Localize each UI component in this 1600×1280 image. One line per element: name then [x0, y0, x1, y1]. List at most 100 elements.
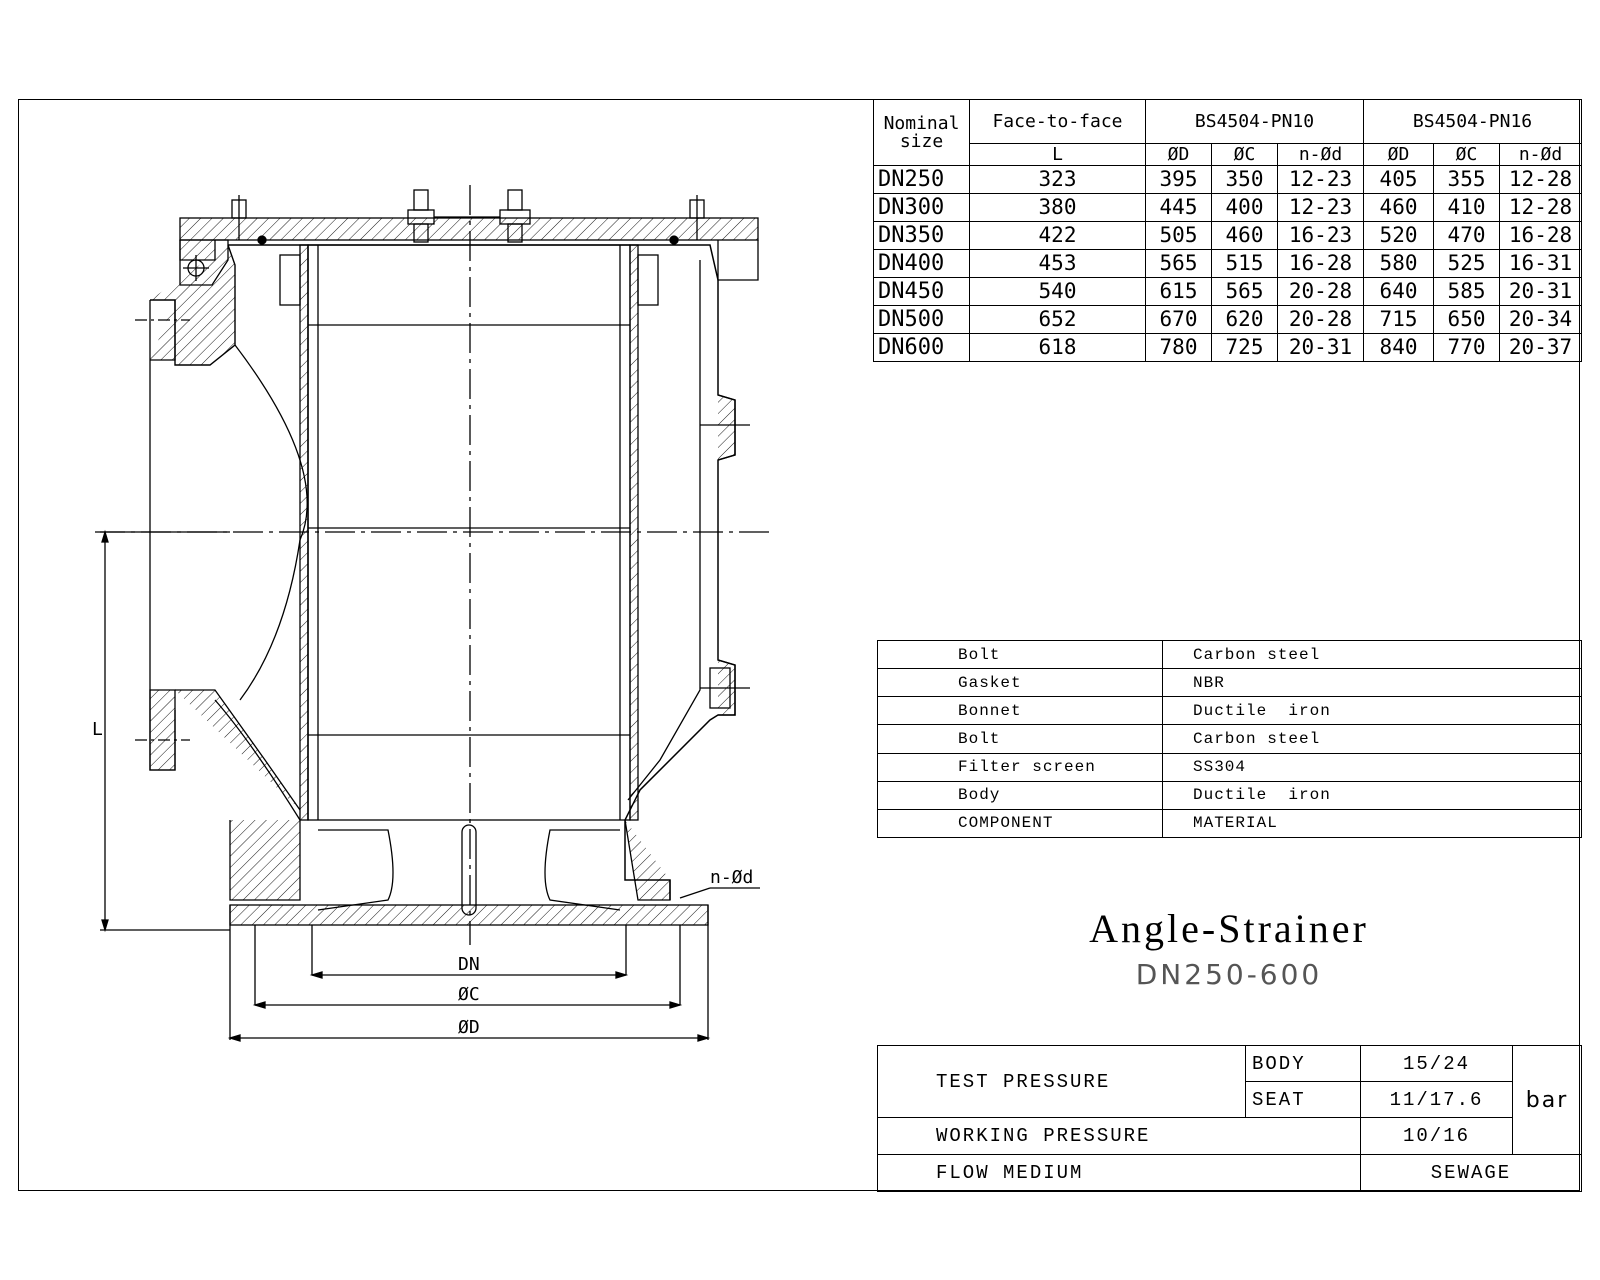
- cell-d16: 580: [1363, 249, 1435, 278]
- cell-d10: 670: [1145, 305, 1212, 334]
- cell-L: 453: [969, 249, 1146, 278]
- cell-size: DN250: [873, 165, 970, 194]
- cell-n16: 12-28: [1499, 193, 1583, 222]
- cell-n10: 12-23: [1276, 193, 1365, 222]
- header-pn10-nd: n-Ød: [1276, 143, 1365, 166]
- component-material: Carbon steel: [1162, 639, 1582, 670]
- cell-L: 380: [969, 193, 1146, 222]
- cell-d10: 565: [1145, 249, 1212, 278]
- cell-d10: 395: [1145, 165, 1212, 194]
- drawing-subtitle: DN250-600: [1135, 958, 1323, 991]
- header-pn10: BS4504-PN10: [1144, 99, 1365, 144]
- cell-n16: 12-28: [1499, 165, 1583, 194]
- component-name: Filter screen: [877, 752, 1163, 782]
- cell-d16: 520: [1363, 221, 1435, 250]
- gasket-left: [257, 235, 267, 245]
- cell-size: DN400: [873, 249, 970, 278]
- header-pn10-d: ØD: [1145, 143, 1212, 166]
- cover-bolts: [407, 189, 531, 243]
- cell-c10: 620: [1211, 305, 1278, 334]
- cell-c16: 770: [1433, 333, 1501, 362]
- dim-dn-label: DN: [458, 954, 480, 975]
- cell-d16: 405: [1363, 165, 1435, 194]
- cell-c10: 565: [1211, 277, 1278, 306]
- component-name: Bolt: [877, 639, 1163, 670]
- component-name: Gasket: [877, 668, 1163, 698]
- cell-d10: 445: [1145, 193, 1212, 222]
- cell-c16: 585: [1433, 277, 1501, 306]
- flow-medium-label: FLOW MEDIUM: [877, 1154, 1361, 1192]
- cell-L: 652: [969, 305, 1146, 334]
- pressure-table: TEST PRESSURE BODY 15/24 bar SEAT 11/17.…: [877, 1045, 1582, 1192]
- cell-n10: 20-31: [1276, 333, 1365, 362]
- component-material: SS304: [1162, 752, 1582, 782]
- component-material: Ductile iron: [1162, 696, 1582, 726]
- cell-c16: 355: [1433, 165, 1501, 194]
- body-value: 15/24: [1360, 1045, 1513, 1082]
- cell-c10: 515: [1211, 249, 1278, 278]
- cell-n10: 16-28: [1276, 249, 1365, 278]
- cell-d16: 640: [1363, 277, 1435, 306]
- cell-d10: 505: [1145, 221, 1212, 250]
- pressure-unit: bar: [1512, 1045, 1582, 1155]
- cell-d10: 780: [1145, 333, 1212, 362]
- cell-n16: 20-31: [1499, 277, 1583, 306]
- cell-n10: 12-23: [1276, 165, 1365, 194]
- cell-L: 540: [969, 277, 1146, 306]
- bolt-right: [689, 195, 705, 240]
- component-name: Body: [877, 780, 1163, 810]
- cell-n10: 20-28: [1276, 277, 1365, 306]
- bolt-left: [231, 195, 247, 240]
- gasket-right: [669, 235, 679, 245]
- header-pn16-nd: n-Ød: [1499, 143, 1583, 166]
- cell-L: 422: [969, 221, 1146, 250]
- cell-c10: 725: [1211, 333, 1278, 362]
- cell-n16: 20-37: [1499, 333, 1583, 362]
- component-name: Bonnet: [877, 696, 1163, 726]
- header-pn10-c: ØC: [1211, 143, 1278, 166]
- cell-n16: 16-31: [1499, 249, 1583, 278]
- dim-c-label: ØC: [458, 984, 480, 1005]
- component-name: Bolt: [877, 724, 1163, 754]
- test-pressure-label: TEST PRESSURE: [877, 1045, 1246, 1118]
- working-pressure-label: WORKING PRESSURE: [877, 1117, 1361, 1155]
- header-material: MATERIAL: [1162, 808, 1582, 839]
- cell-c16: 650: [1433, 305, 1501, 334]
- cell-d16: 460: [1363, 193, 1435, 222]
- cell-c16: 525: [1433, 249, 1501, 278]
- header-pn16-c: ØC: [1433, 143, 1501, 166]
- cell-d16: 715: [1363, 305, 1435, 334]
- seat-label: SEAT: [1245, 1081, 1361, 1118]
- cell-n16: 16-28: [1499, 221, 1583, 250]
- body-label: BODY: [1245, 1045, 1361, 1082]
- cell-n10: 20-28: [1276, 305, 1365, 334]
- cell-c10: 400: [1211, 193, 1278, 222]
- dim-l-label: L: [92, 719, 103, 740]
- dim-nd-label: n-Ød: [710, 867, 753, 888]
- cell-n10: 16-23: [1276, 221, 1365, 250]
- cell-c10: 350: [1211, 165, 1278, 194]
- component-material: NBR: [1162, 668, 1582, 698]
- cell-d10: 615: [1145, 277, 1212, 306]
- component-material: Carbon steel: [1162, 724, 1582, 754]
- dim-d-label: ØD: [458, 1017, 480, 1038]
- outlet-flange: [229, 904, 709, 926]
- header-pn16-d: ØD: [1363, 143, 1435, 166]
- cell-c10: 460: [1211, 221, 1278, 250]
- bonnet: [179, 217, 759, 241]
- seat-value: 11/17.6: [1360, 1081, 1513, 1118]
- cell-L: 618: [969, 333, 1146, 362]
